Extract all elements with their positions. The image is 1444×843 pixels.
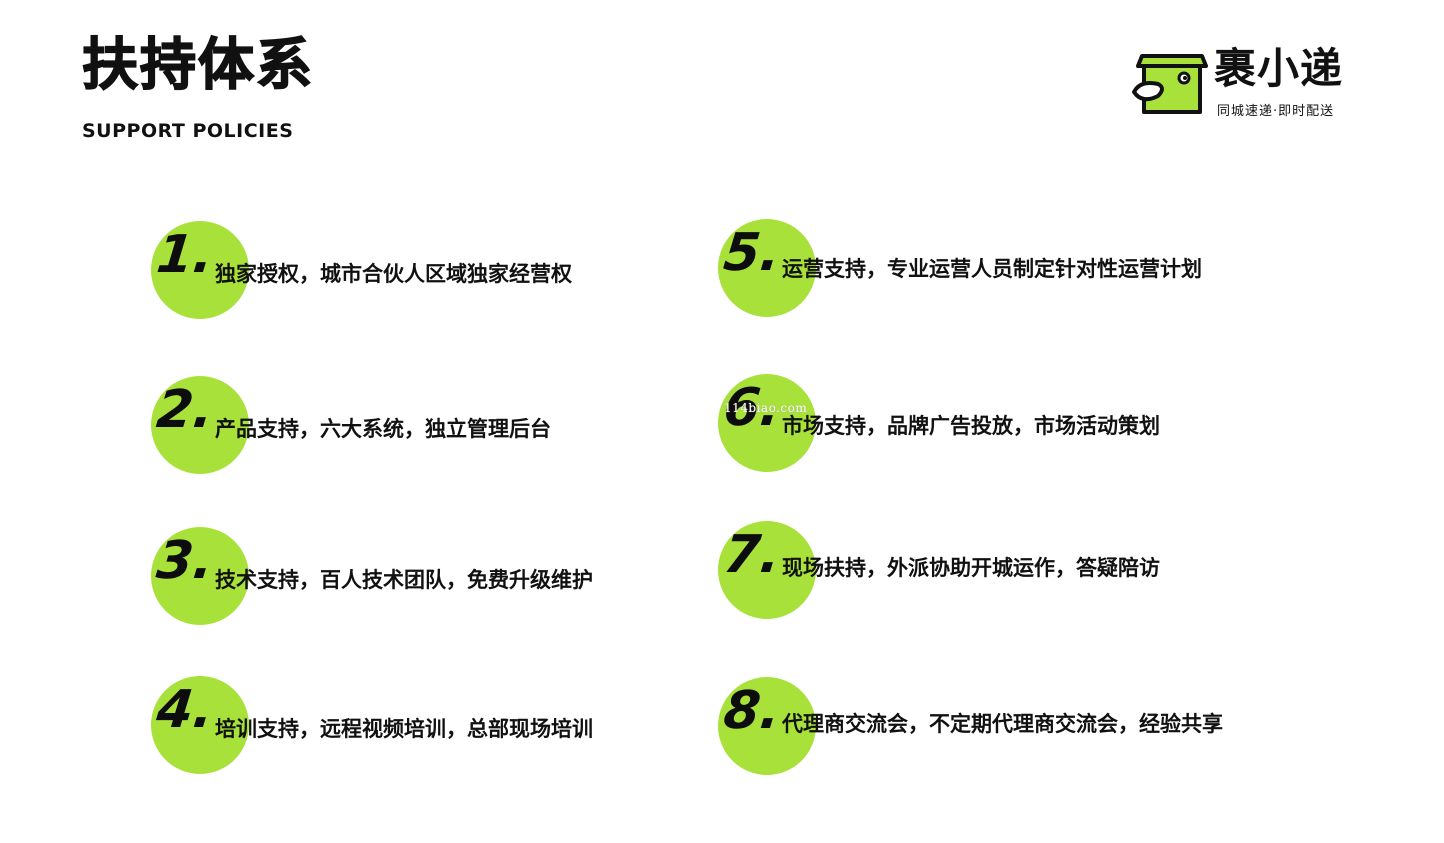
list-item: 1. 独家授权，城市合伙人区域独家经营权 <box>151 221 711 319</box>
brand-logo: 裹小递 同城速递·即时配送 <box>1132 48 1362 122</box>
number-badge <box>151 527 249 625</box>
list-item: 4. 培训支持，远程视频培训，总部现场培训 <box>151 676 711 774</box>
item-text: 培训支持，远程视频培训，总部现场培训 <box>215 717 593 741</box>
item-text: 独家授权，城市合伙人区域独家经营权 <box>215 262 572 286</box>
watermark-text: 114biao.com <box>724 401 808 415</box>
item-number: 5. <box>720 223 784 283</box>
item-text: 运营支持，专业运营人员制定针对性运营计划 <box>782 257 1202 281</box>
list-item: 5. 运营支持，专业运营人员制定针对性运营计划 <box>718 219 1318 317</box>
list-item: 7. 现场扶持，外派协助开城运作，答疑陪访 <box>718 521 1318 619</box>
list-item: 3. 技术支持，百人技术团队，免费升级维护 <box>151 527 711 625</box>
page-title: 扶持体系 <box>81 33 314 98</box>
number-badge <box>718 219 816 317</box>
item-text: 现场扶持，外派协助开城运作，答疑陪访 <box>782 556 1160 580</box>
item-text: 产品支持，六大系统，独立管理后台 <box>215 417 551 441</box>
list-item: 8. 代理商交流会，不定期代理商交流会，经验共享 <box>718 677 1338 775</box>
number-badge <box>718 374 816 472</box>
item-number: 3. <box>153 531 217 591</box>
brand-name: 裹小递 <box>1214 44 1344 93</box>
number-badge <box>718 521 816 619</box>
item-number: 2. <box>153 380 217 440</box>
item-number: 1. <box>153 225 217 285</box>
number-badge <box>151 676 249 774</box>
item-text: 市场支持，品牌广告投放，市场活动策划 <box>782 414 1160 438</box>
number-badge <box>151 376 249 474</box>
box-bird-icon <box>1132 54 1208 114</box>
brand-slogan: 同城速递·即时配送 <box>1217 104 1335 119</box>
list-item: 2. 产品支持，六大系统，独立管理后台 <box>151 376 711 474</box>
item-number: 4. <box>153 680 217 740</box>
number-badge <box>718 677 816 775</box>
item-number: 7. <box>720 525 784 585</box>
page-subtitle: SUPPORT POLICIES <box>82 120 294 142</box>
item-text: 技术支持，百人技术团队，免费升级维护 <box>215 568 593 592</box>
list-item: 6. 市场支持，品牌广告投放，市场活动策划 <box>718 374 1318 472</box>
item-number: 8. <box>720 681 784 741</box>
number-badge <box>151 221 249 319</box>
item-text: 代理商交流会，不定期代理商交流会，经验共享 <box>782 712 1223 736</box>
